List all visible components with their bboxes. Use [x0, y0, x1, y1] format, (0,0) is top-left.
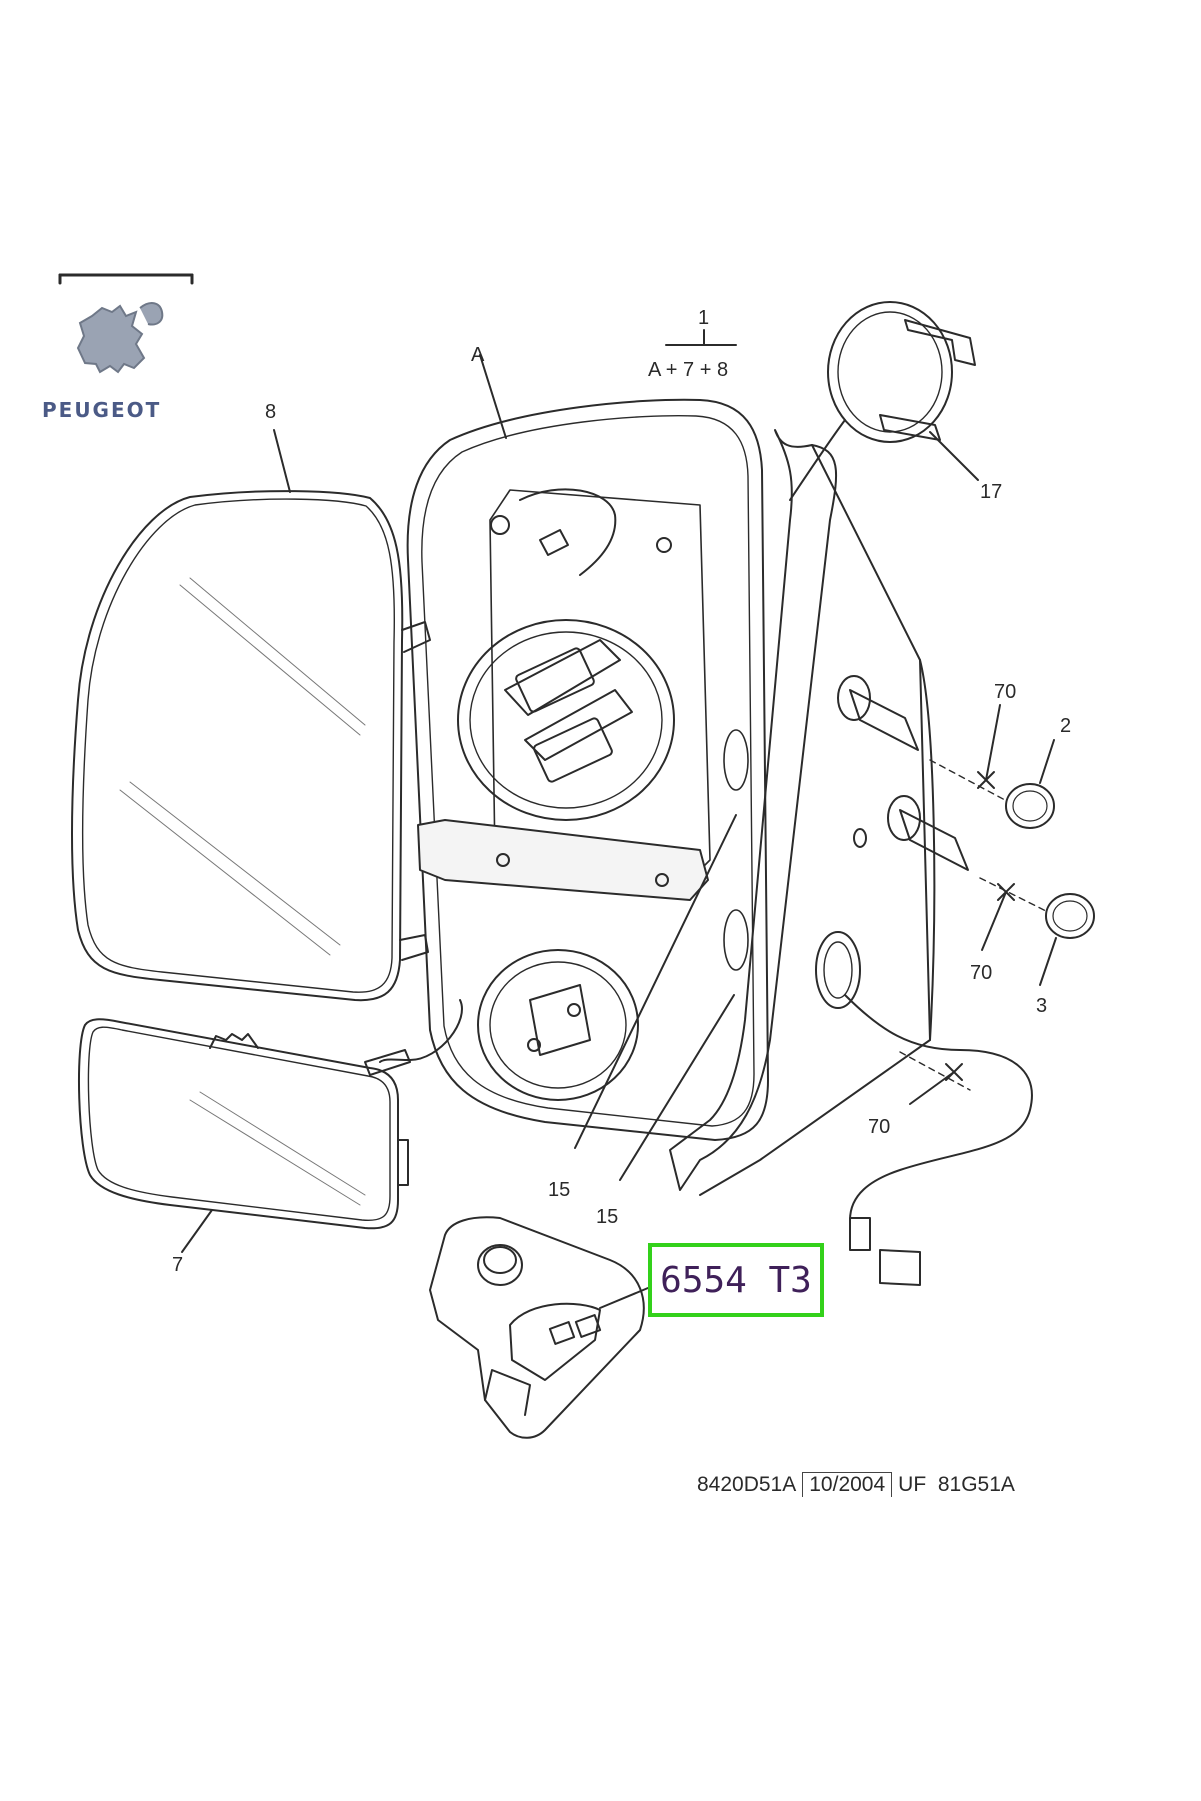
- assembly-formula-label: A + 7 + 8: [648, 359, 729, 381]
- leader-2: [1039, 739, 1055, 784]
- mirror-glass-upper-part: [71, 490, 431, 1002]
- label-70-lower: 70: [868, 1116, 891, 1138]
- part-reference-code: 6554 T3: [660, 1259, 812, 1301]
- assembly-callout: [665, 329, 737, 346]
- leader-3: [1039, 937, 1057, 986]
- leader-8: [273, 429, 291, 493]
- drawing-footer: 8420D51A 10/2004 UF 81G51A: [697, 1472, 1015, 1497]
- brand-name: PEUGEOT: [42, 398, 162, 422]
- bracket-ring-part: [789, 301, 976, 501]
- label-8: 8: [265, 401, 277, 423]
- leader-7: [181, 1209, 213, 1253]
- mounting-arm-part: [669, 429, 1033, 1286]
- leader-switch: [599, 1287, 649, 1309]
- leader-17: [929, 431, 979, 481]
- label-3: 3: [1036, 995, 1048, 1017]
- screw-70-upper-marker: [929, 704, 1006, 801]
- mirror-housing-part: [364, 398, 769, 1141]
- label-70-upper: 70: [994, 681, 1017, 703]
- peugeot-lion-logo: [76, 302, 164, 374]
- label-A: A: [471, 344, 485, 366]
- leader-A: [479, 354, 507, 439]
- cap-2-part: [1005, 783, 1055, 829]
- label-2: 2: [1060, 715, 1072, 737]
- cap-3-part: [1045, 893, 1095, 939]
- uf-code: UF 81G51A: [898, 1472, 1015, 1496]
- label-17: 17: [980, 481, 1003, 503]
- screw-70-lower-marker: [899, 1051, 971, 1105]
- drawing-date: 10/2004: [802, 1472, 893, 1497]
- label-7: 7: [172, 1254, 184, 1276]
- leader-15-a: [574, 814, 737, 1149]
- part-reference-highlight: 6554 T3: [648, 1243, 824, 1317]
- assembly-number-label: 1: [698, 307, 710, 329]
- label-70-middle: 70: [970, 962, 993, 984]
- leader-15-b: [619, 994, 735, 1181]
- screw-70-middle-marker: [979, 877, 1049, 951]
- label-15-b: 15: [596, 1206, 619, 1228]
- mirror-glass-lower-part: [78, 1018, 409, 1230]
- drawing-code: 8420D51A: [697, 1472, 797, 1496]
- mirror-switch-unit-part: [429, 1216, 645, 1439]
- label-15-a: 15: [548, 1179, 571, 1201]
